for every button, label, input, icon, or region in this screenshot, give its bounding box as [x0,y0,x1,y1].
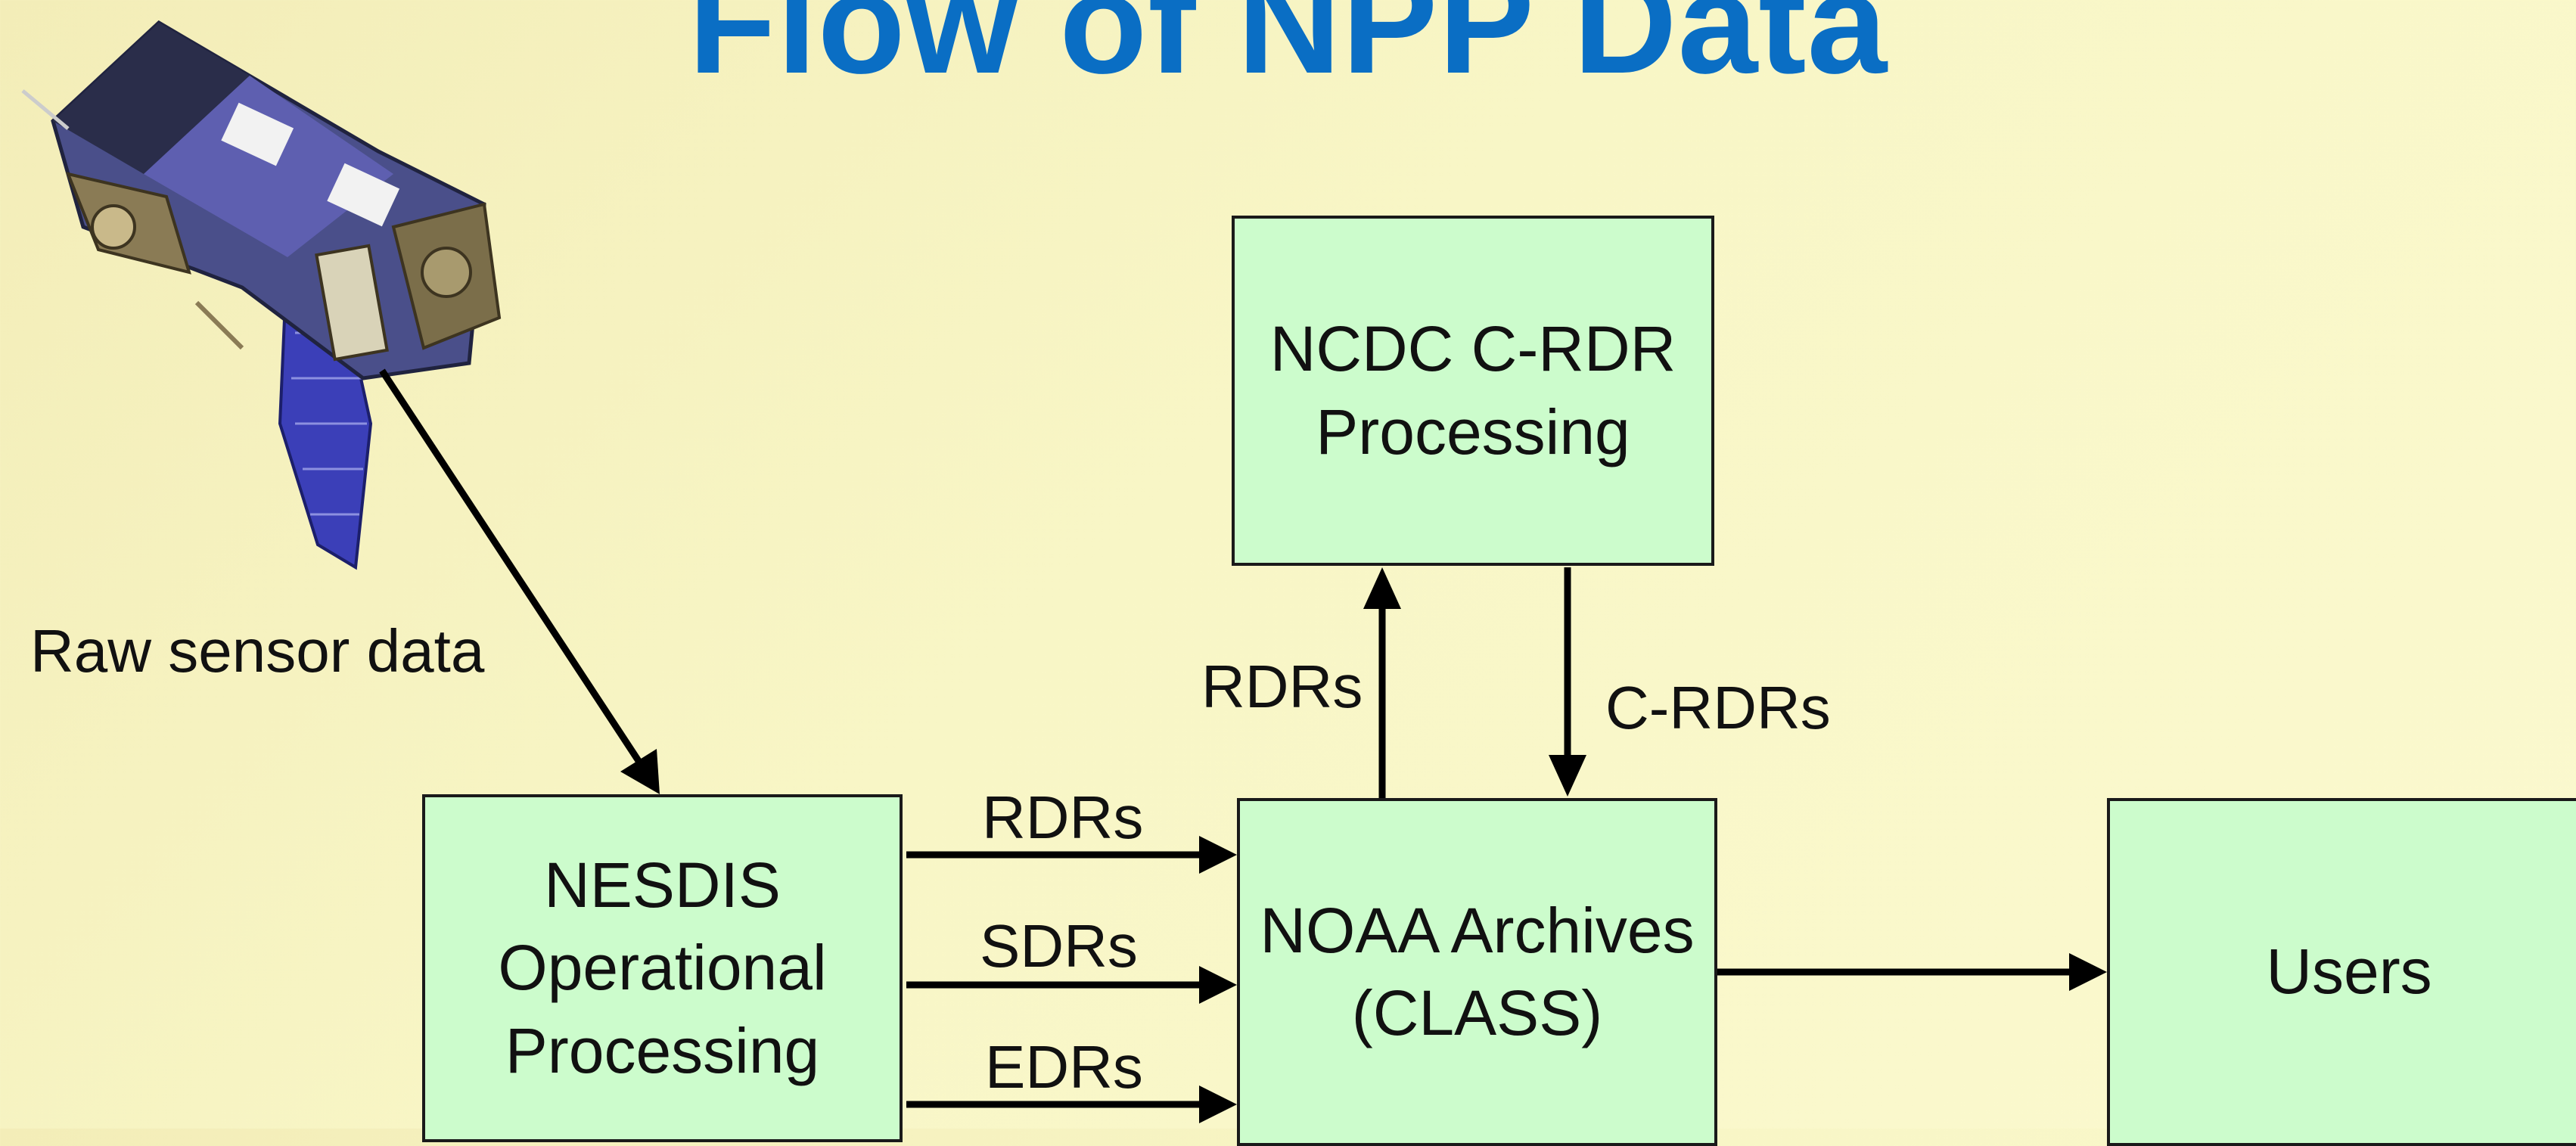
arrowhead-ncdc-to-noaa [1549,755,1586,797]
nesdis-box-line2: Operational [498,932,827,1004]
rdrs-up-label: RDRs [1201,653,1363,720]
noaa-archives-box: NOAA Archives (CLASS) [1237,798,1717,1146]
satellite-image [21,20,502,570]
nesdis-box-line3: Processing [505,1014,820,1086]
ncdc-box-line1: NCDC C-RDR [1269,313,1676,385]
arrow-satellite-to-nesdis [379,368,646,770]
arrowhead-edrs-to-noaa [1199,1085,1237,1123]
edrs-right-label: EDRs [985,1033,1143,1101]
ncdc-processing-box: NCDC C-RDR Processing [1232,216,1714,566]
noaa-box-line2: (CLASS) [1351,977,1603,1048]
crdrs-down-label: C-RDRs [1605,674,1831,741]
arrowhead-satellite-to-nesdis [620,749,660,794]
arrowhead-sdrs-to-noaa [1199,966,1237,1004]
arrowhead-noaa-to-users [2069,953,2107,991]
arrowhead-noaa-to-ncdc [1363,567,1401,609]
sdrs-right-label: SDRs [980,912,1138,980]
users-box: Users [2107,798,2576,1146]
noaa-box-line1: NOAA Archives [1260,894,1695,966]
rdrs-right-label: RDRs [982,784,1144,851]
page-title: Flow of NPP Data [688,0,1888,104]
nesdis-box-line1: NESDIS [544,849,781,921]
nesdis-processing-box: NESDIS Operational Processing [422,794,903,1142]
arrowhead-rdrs-to-noaa [1199,836,1237,874]
users-box-line1: Users [2266,936,2432,1008]
raw-sensor-label: Raw sensor data [30,617,485,685]
ncdc-box-line2: Processing [1316,396,1630,467]
